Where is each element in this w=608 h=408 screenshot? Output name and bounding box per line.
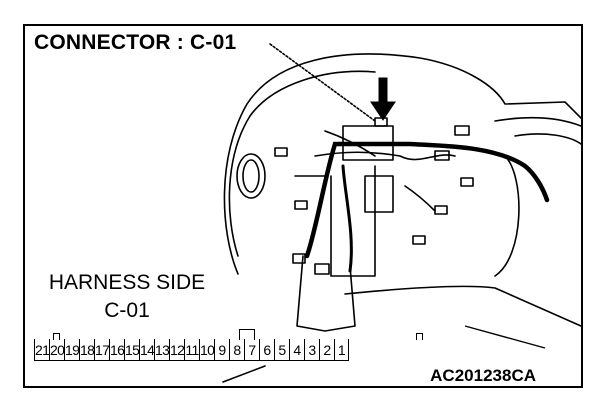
connector-h (294, 200, 308, 210)
connector-c (454, 125, 470, 136)
connector-pin: 10 (199, 339, 215, 361)
dashboard-lower-edge (344, 285, 581, 327)
center-console (296, 255, 356, 332)
leader-right (464, 325, 546, 349)
harness-side-text: HARNESS SIDE (48, 271, 206, 294)
module-box (364, 175, 394, 213)
dashboard-outline (223, 53, 581, 275)
connector-pin: 15 (124, 339, 140, 361)
connector-lock-tab (239, 329, 255, 340)
figure-code: AC201238CA (430, 366, 536, 385)
diagram-title: CONNECTOR : C-01 (34, 31, 237, 54)
pin-leader-line (222, 365, 266, 383)
arrow-icon (370, 77, 396, 121)
leader-line (269, 43, 376, 122)
connector-f (434, 205, 448, 215)
harness-side-label: HARNESS SIDE C-01 (41, 269, 213, 325)
connector-pin: 4 (289, 339, 304, 361)
connector-pin: 9 (214, 339, 229, 361)
steering-ring (228, 70, 376, 257)
vent-left-inner (242, 159, 260, 193)
connector-pin: 20 (49, 339, 65, 361)
connector-pin: 18 (79, 339, 95, 361)
connector-e (460, 177, 474, 187)
main-harness (304, 141, 550, 259)
console-stack (330, 165, 376, 277)
connector-pin: 11 (184, 339, 199, 361)
connector-pin: 14 (139, 339, 155, 361)
dashboard-illustration (222, 43, 581, 383)
connector-j (292, 253, 306, 264)
connector-pin: 6 (259, 339, 274, 361)
connector-pin: 13 (154, 339, 170, 361)
connector-key-right (416, 333, 423, 340)
connector-pin: 21 (34, 339, 50, 361)
harness-wire-thin (314, 151, 456, 161)
harness-connector-id: C-01 (104, 299, 150, 322)
connector-g (412, 235, 426, 245)
vent-left (236, 153, 266, 199)
connector-pin: 2 (319, 339, 334, 361)
connector-pin: 19 (64, 339, 80, 361)
main-harness-branch (341, 164, 353, 273)
connector-pin: 12 (169, 339, 185, 361)
right-panel-inner (514, 133, 581, 145)
connector-pin: 7 (244, 339, 259, 361)
connector-pin: 5 (274, 339, 289, 361)
connector-pin: 17 (94, 339, 110, 361)
connector-pin: 16 (109, 339, 125, 361)
connector-pin: 1 (334, 339, 349, 361)
connector-i (314, 263, 330, 275)
connector-pin: 8 (229, 339, 244, 361)
connector-key-left (53, 333, 60, 340)
connector-pin: 3 (304, 339, 319, 361)
connector-b (374, 117, 388, 127)
connector-a (274, 147, 288, 157)
right-panel (494, 116, 581, 277)
